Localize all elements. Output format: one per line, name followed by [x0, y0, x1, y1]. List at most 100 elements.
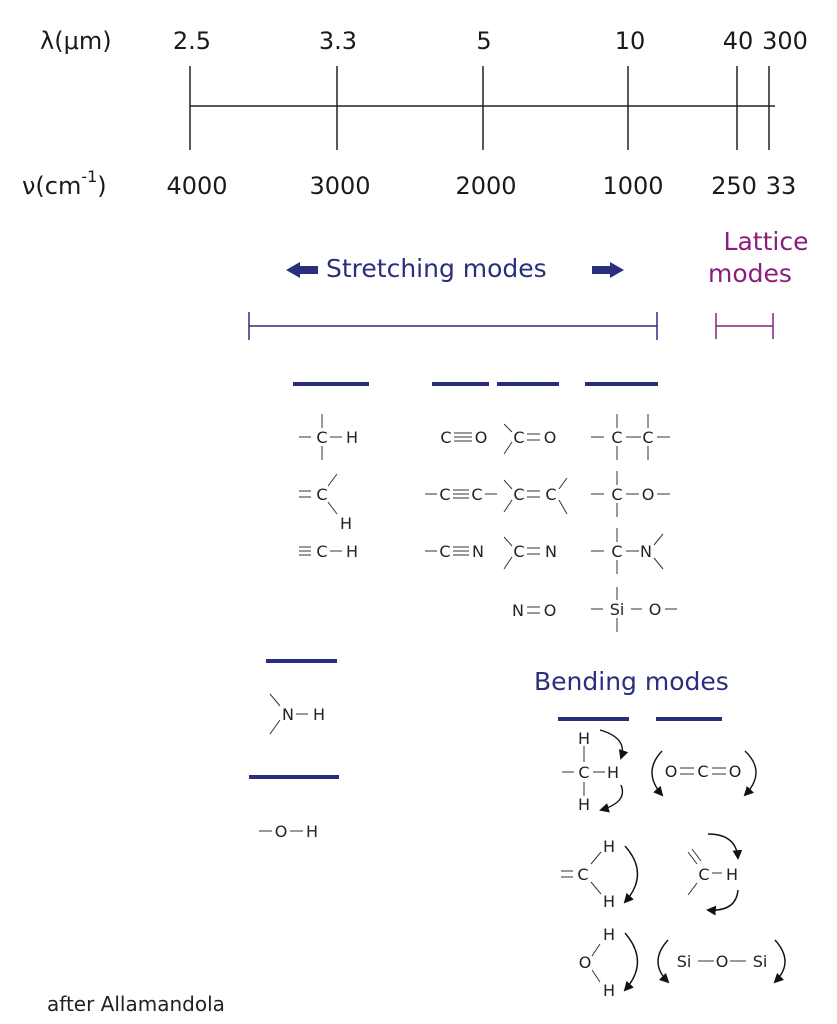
svg-text:O: O [716, 952, 729, 971]
svg-text:N: N [640, 542, 652, 561]
bend-arrow-icon [599, 784, 624, 813]
bend-arrow-icon [706, 889, 739, 916]
ch3-bend: H C H H [562, 729, 629, 814]
svg-text:H: H [346, 542, 358, 561]
stretching-modes-title: Stretching modes [326, 254, 547, 283]
alkyne-cc: C C [425, 485, 497, 504]
svg-text:O: O [729, 762, 742, 781]
carbonyl-co: C O [503, 423, 557, 455]
bend-arrow-icon [773, 939, 786, 984]
bend-arrow-icon [623, 845, 639, 904]
single-bond-group: C C C O C N Si O [591, 414, 677, 632]
lambda-tick: 3.3 [319, 27, 357, 55]
svg-text:Si: Si [677, 952, 692, 971]
vinyl-ch: C H [299, 473, 352, 533]
lattice-title-line2: modes [708, 259, 792, 288]
axis-ticks [189, 66, 770, 150]
bend-arrow-icon [657, 939, 670, 984]
svg-text:O: O [649, 600, 662, 619]
svg-text:H: H [340, 514, 352, 533]
svg-text:H: H [578, 729, 590, 748]
svg-text:C: C [439, 485, 450, 504]
svg-text:C: C [545, 485, 556, 504]
svg-text:C: C [611, 542, 622, 561]
svg-text:H: H [346, 428, 358, 447]
svg-text:H: H [578, 795, 590, 814]
svg-text:C: C [513, 542, 524, 561]
nu-tick: 2000 [455, 172, 516, 200]
svg-text:H: H [726, 865, 738, 884]
nh-stretch-group: N H [269, 693, 325, 735]
lattice-modes-header: Lattice modes [708, 227, 808, 339]
svg-text:C: C [697, 762, 708, 781]
bending-modes-title: Bending modes [534, 667, 729, 696]
svg-text:C: C [578, 763, 589, 782]
ch2-rock: C H [687, 833, 743, 916]
svg-text:O: O [475, 428, 488, 447]
svg-text:N: N [512, 601, 524, 620]
credit-text: after Allamandola [47, 992, 225, 1016]
nu-tick: 3000 [309, 172, 370, 200]
methyl-ch: C H [299, 414, 358, 460]
svg-text:O: O [642, 485, 655, 504]
svg-text:H: H [607, 763, 619, 782]
lambda-tick: 10 [615, 27, 646, 55]
sio-bend: Si O Si [657, 939, 786, 984]
bend-arrow-icon [623, 932, 639, 992]
svg-text:Si: Si [753, 952, 768, 971]
lattice-title-line1: Lattice [724, 227, 809, 256]
svg-text:O: O [275, 822, 288, 841]
nu-tick: 250 [711, 172, 757, 200]
bend-arrow-icon [599, 729, 629, 760]
co2-bend: O C O [651, 750, 757, 797]
h2o-bend: H O H [579, 925, 639, 1000]
nitrile-cn: C N [425, 542, 484, 561]
svg-text:H: H [603, 981, 615, 1000]
svg-text:H: H [603, 837, 615, 856]
svg-text:C: C [316, 428, 327, 447]
stretching-range-bracket [248, 312, 658, 340]
alkane-cc: C C [591, 414, 670, 460]
svg-text:H: H [603, 925, 615, 944]
double-bond-group: C O C C C N N O [503, 423, 568, 620]
svg-text:O: O [579, 953, 592, 972]
svg-text:H: H [313, 705, 325, 724]
siloxane-sio: Si O [591, 587, 677, 632]
svg-text:N: N [472, 542, 484, 561]
lambda-tick: 300 [762, 27, 808, 55]
svg-text:C: C [642, 428, 653, 447]
oh-stretch-group: O H [259, 822, 318, 841]
bend-arrow-icon [651, 750, 664, 797]
nu-tick: 1000 [602, 172, 663, 200]
svg-text:O: O [665, 762, 678, 781]
imine-cn: C N [503, 536, 557, 570]
left-arrow-icon [286, 262, 318, 278]
lambda-tick: 40 [723, 27, 754, 55]
bend-arrow-icon [707, 833, 743, 860]
svg-text:C: C [439, 542, 450, 561]
group-bars [249, 382, 722, 779]
svg-text:C: C [577, 865, 588, 884]
svg-text:C: C [513, 485, 524, 504]
svg-text:O: O [544, 601, 557, 620]
svg-text:O: O [544, 428, 557, 447]
lambda-axis-label: λ(μm) [40, 27, 112, 55]
svg-text:H: H [603, 892, 615, 911]
nu-tick: 4000 [166, 172, 227, 200]
alkene-cc: C C [503, 477, 568, 515]
nu-axis-label: ν(cm-1) [22, 167, 107, 200]
lambda-tick: 5 [476, 27, 491, 55]
triple-bond-group: C O C C C N [425, 428, 497, 561]
svg-text:C: C [698, 865, 709, 884]
svg-text:N: N [282, 705, 294, 724]
right-arrow-icon [592, 262, 624, 278]
bend-arrow-icon [743, 750, 757, 797]
stretching-modes-header: Stretching modes [248, 254, 658, 340]
svg-text:N: N [545, 542, 557, 561]
ch-stretch-group: C H C H C H [299, 414, 358, 561]
alkyne-ch: C H [299, 542, 358, 561]
amine-cn: C N [591, 528, 664, 574]
lattice-range-bracket [715, 313, 774, 339]
carbon-monoxide: C O [440, 428, 487, 447]
